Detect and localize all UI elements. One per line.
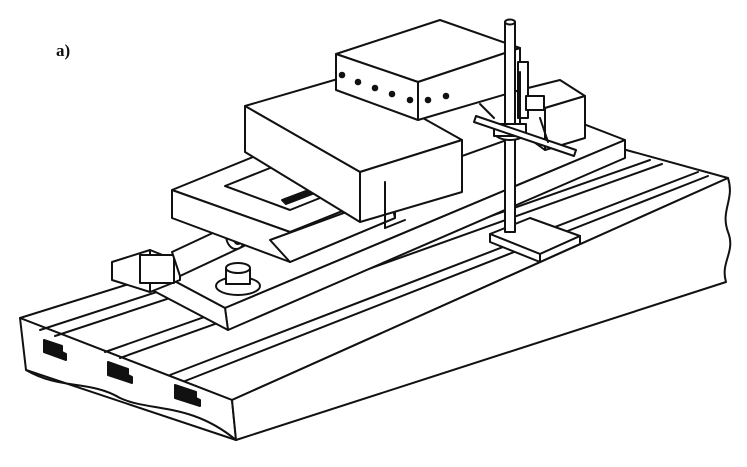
indicator-holder <box>525 95 545 111</box>
panel-label: a) <box>56 41 71 60</box>
t-slot-profile-1 <box>43 339 67 361</box>
magnetic-base-right <box>539 235 581 263</box>
t-slot-profile-2 <box>107 361 133 384</box>
t-slot-line-3a <box>169 171 699 376</box>
clamp-detail-2 <box>539 117 549 143</box>
indicator-arm <box>473 115 577 157</box>
t-slot-profile-3 <box>174 384 201 407</box>
handle-square <box>139 254 175 284</box>
table-broken-edge-right <box>231 177 732 441</box>
machine-table <box>19 139 732 441</box>
table-broken-edge-bottom <box>25 369 237 441</box>
indicator-stand <box>473 18 581 263</box>
clamp-nut-top <box>225 262 251 274</box>
fixed-jaw <box>244 75 463 229</box>
indicator-body <box>517 61 529 119</box>
clamp-detail-1 <box>479 103 495 119</box>
workpiece <box>335 19 586 151</box>
t-slot-line-3b <box>184 175 709 382</box>
fixed-jaw-plate-line-2 <box>384 219 406 229</box>
workpiece-dots <box>338 71 450 104</box>
clamp-bolt <box>215 262 261 296</box>
rod-top-cap <box>504 18 516 26</box>
t-slot-line-2b <box>119 163 663 359</box>
